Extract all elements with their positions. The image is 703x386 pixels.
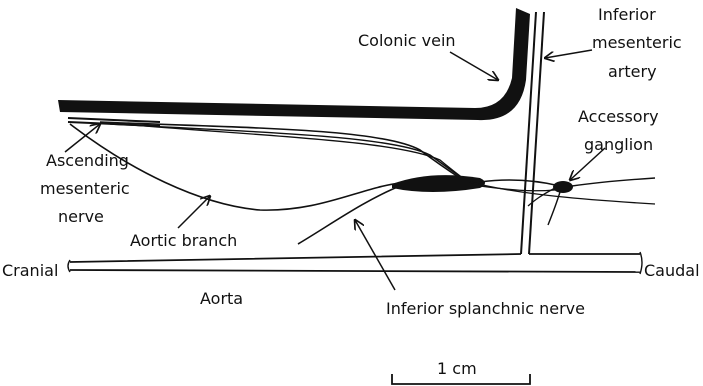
label-aorta: Aorta [200,289,243,308]
aorta-right-end [640,252,642,274]
arrow-splanchnic [355,220,395,290]
label-aortic-branch: Aortic branch [130,231,237,250]
label-accessory-2: ganglion [584,135,653,154]
arrow-ascending [65,124,100,152]
label-ascending-2: mesenteric [40,179,130,198]
label-ima-1: Inferior [598,5,656,24]
ima-right-wall [529,12,544,254]
aorta-left-end [68,260,70,272]
label-accessory-1: Accessory [578,107,659,126]
arrow-colonic-vein [450,52,498,80]
label-ascending-1: Ascending [46,151,129,170]
arrow-ima [545,50,592,58]
nerve-to-accessory-1 [480,180,560,186]
label-ima-2: mesenteric [592,33,682,52]
arrow-aortic-branch [178,196,210,228]
accessory-fibre-down [548,192,560,225]
aorta-upper-wall [70,254,640,262]
nerve-fibre-3 [120,124,468,182]
label-splanchnic: Inferior splanchnic nerve [386,299,585,318]
label-ascending-3: nerve [58,207,104,226]
aorta-lower-wall [70,270,640,272]
label-colonic-vein: Colonic vein [358,31,456,50]
label-cranial: Cranial [2,261,58,280]
main-ganglion [392,175,485,192]
label-scale: 1 cm [437,359,477,378]
accessory-fibre-right [572,178,655,186]
label-caudal: Caudal [644,261,700,280]
inferior-splanchnic-nerve [298,186,400,244]
colonic-vein [58,8,530,120]
label-ima-3: artery [608,62,657,81]
accessory-ganglion [553,181,573,193]
